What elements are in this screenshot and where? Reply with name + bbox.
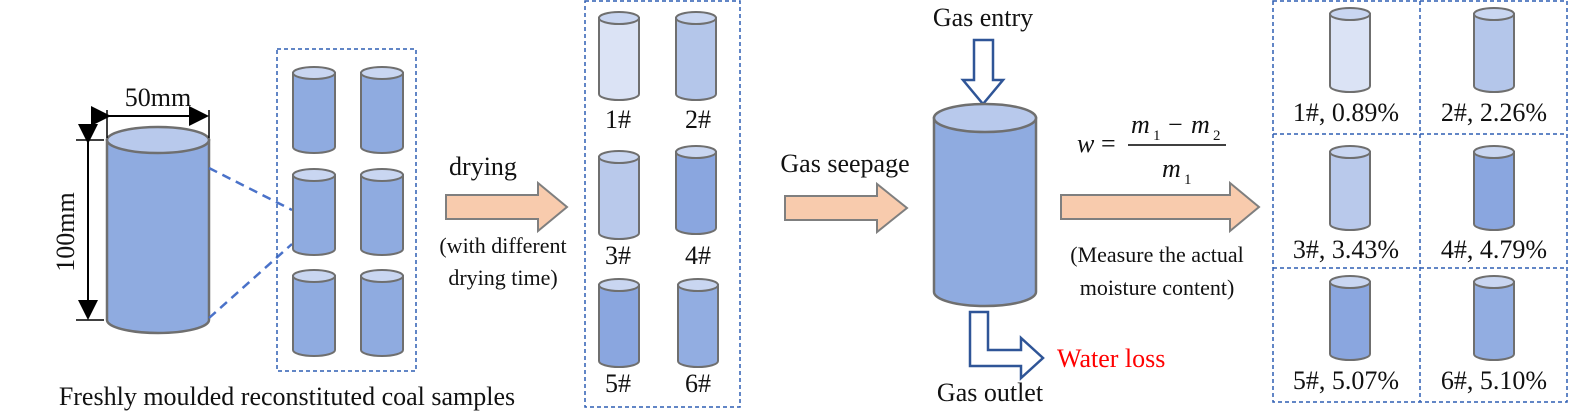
dried-sample-cylinder-1 (598, 11, 640, 101)
formula-lhs: w (1077, 129, 1095, 158)
formula-denominator-m1: m (1162, 154, 1181, 183)
gas-entry-arrow (960, 38, 1006, 106)
dried-sample-label-5: 5# (605, 369, 631, 398)
dried-sample-cylinder-4 (675, 145, 717, 235)
dried-sample-label-6: 6# (685, 369, 711, 398)
formula-numerator-m2: m (1191, 110, 1210, 139)
fresh-sample-cylinder-3 (292, 168, 336, 256)
fresh-samples-grid (292, 66, 404, 357)
fresh-sample-cylinder-2 (360, 66, 404, 154)
dried-sample-label-3: 3# (605, 241, 631, 270)
gas-entry-label: Gas entry (933, 3, 1033, 32)
result-sample-cylinder-5 (1329, 275, 1371, 361)
measure-note-line2: moisture content) (1080, 275, 1235, 300)
formula-equals: = (1101, 129, 1116, 158)
dried-sample-cylinder-5 (598, 278, 640, 368)
drying-note-line2: drying time) (448, 265, 557, 290)
fresh-sample-cylinder-1 (292, 66, 336, 154)
gas-outlet-label: Gas outlet (937, 378, 1044, 407)
width-dimension-label: 50mm (125, 83, 191, 112)
dried-sample-label-4: 4# (685, 241, 711, 270)
fresh-samples-caption: Freshly moulded reconstituted coal sampl… (59, 382, 515, 411)
drying-note-line1: (with different (439, 233, 566, 258)
moisture-formula: w = m 1 − m 2 m 1 (1077, 110, 1226, 188)
fresh-sample-cylinder-6 (360, 269, 404, 357)
large-coal-sample-cylinder (105, 125, 211, 335)
zoom-line-lower (208, 243, 293, 319)
result-label-3: 3#, 3.43% (1293, 235, 1399, 264)
measure-arrow (1060, 180, 1261, 234)
result-label-5: 5#, 5.07% (1293, 366, 1399, 395)
drying-arrow (445, 180, 569, 234)
fresh-sample-cylinder-4 (360, 168, 404, 256)
result-label-6: 6#, 5.10% (1441, 366, 1547, 395)
gas-seepage-arrow (784, 181, 909, 235)
result-sample-cylinder-4 (1473, 145, 1515, 231)
formula-numerator-m1: m (1131, 110, 1150, 139)
zoom-line-upper (208, 166, 293, 212)
dried-sample-cylinder-2 (675, 11, 717, 101)
drying-label: drying (449, 152, 517, 181)
result-sample-cylinder-3 (1329, 145, 1371, 231)
dried-sample-label-1: 1# (605, 105, 631, 134)
result-label-4: 4#, 4.79% (1441, 235, 1547, 264)
width-dimension: 50mm (91, 83, 210, 138)
result-label-2: 2#, 2.26% (1441, 98, 1547, 127)
formula-denominator-sub1: 1 (1184, 172, 1192, 188)
dried-samples-box (584, 0, 741, 408)
gas-outlet-arrow (968, 310, 1045, 381)
result-label-1: 1#, 0.89% (1293, 98, 1399, 127)
seepage-vessel-cylinder (932, 102, 1038, 308)
formula-minus: − (1168, 110, 1183, 139)
height-dimension-label: 100mm (51, 192, 80, 271)
measure-note-line1: (Measure the actual (1070, 242, 1243, 267)
dried-samples-grid: 1# 2# 3# 4# 5# 6# (598, 11, 719, 398)
height-dimension: 100mm (51, 124, 104, 321)
results-box (1272, 0, 1568, 403)
dried-sample-cylinder-3 (598, 150, 640, 240)
dried-sample-cylinder-6 (677, 278, 719, 368)
result-sample-cylinder-2 (1473, 7, 1515, 93)
fresh-sample-cylinder-5 (292, 269, 336, 357)
results-grid: 1#, 0.89% 2#, 2.26% 3#, 3.43% 4#, 4.79% 5#, … (1293, 7, 1547, 395)
dried-sample-label-2: 2# (685, 105, 711, 134)
formula-sub2: 2 (1213, 128, 1221, 144)
result-sample-cylinder-6 (1473, 275, 1515, 361)
water-loss-label: Water loss (1057, 344, 1165, 373)
result-sample-cylinder-1 (1329, 7, 1371, 93)
formula-sub1: 1 (1153, 128, 1161, 144)
gas-seepage-label: Gas seepage (780, 149, 909, 178)
